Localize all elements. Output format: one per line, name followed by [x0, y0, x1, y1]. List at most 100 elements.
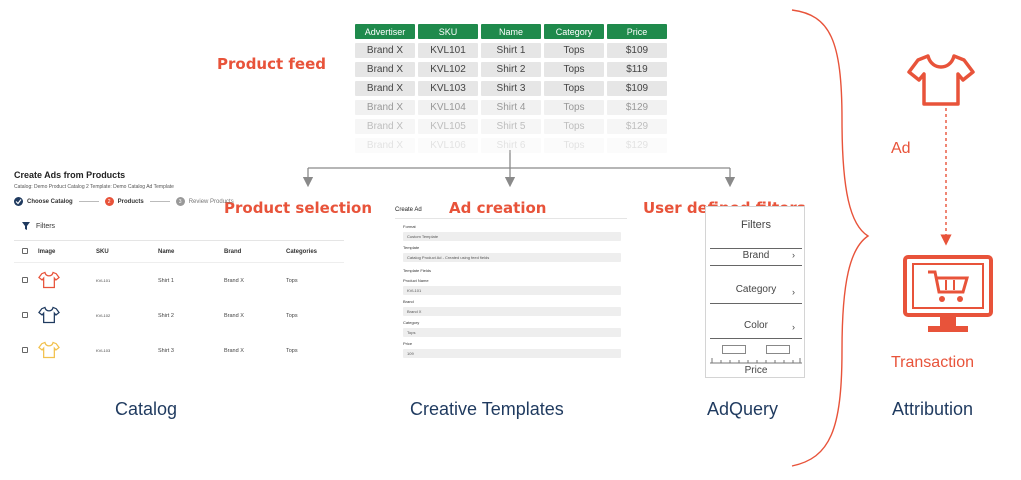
chevron-right-icon: › [792, 287, 795, 297]
feed-cell: $129 [607, 100, 667, 115]
step-number-3: 3 [175, 197, 185, 206]
feed-cell: KVL105 [418, 119, 478, 134]
feed-cell: Tops [544, 100, 604, 115]
ad-field-input[interactable]: KVL101 [403, 286, 621, 295]
table-row[interactable]: KVL102 Shirt 2 Brand X Tops [14, 298, 344, 333]
filters-label: Filters [36, 222, 56, 230]
feed-cell: Shirt 2 [481, 62, 541, 77]
price-label: Price [744, 365, 768, 376]
category-cell: Tops [286, 277, 298, 284]
catalog-panel-title: Create Ads from Products [14, 170, 126, 180]
shopping-cart-monitor-icon [903, 255, 993, 332]
tshirt-icon [38, 305, 96, 327]
feed-cell: $129 [607, 138, 667, 153]
feed-cell: Tops [544, 119, 604, 134]
feed-header-cell: Price [607, 24, 667, 39]
feed-cell: Tops [544, 62, 604, 77]
feed-cell: Brand X [355, 138, 415, 153]
tshirt-icon [907, 54, 975, 106]
feed-cell: $109 [607, 81, 667, 96]
ad-field-input[interactable]: Brand X [403, 307, 621, 316]
feed-cell: Brand X [355, 81, 415, 96]
chevron-right-icon: › [792, 250, 795, 260]
brand-cell: Brand X [224, 312, 244, 319]
price-range-slider[interactable] [710, 345, 802, 367]
column-brand[interactable]: Brand [224, 248, 242, 255]
step-review-products[interactable]: 3 Review Products [175, 197, 234, 206]
column-name[interactable]: Name [158, 248, 175, 255]
transaction-label: Transaction [891, 354, 974, 371]
filter-color[interactable]: Color [744, 320, 768, 331]
feed-cell: $129 [607, 119, 667, 134]
feed-cell: Shirt 3 [481, 81, 541, 96]
ad-field-input[interactable]: Custom Template [403, 232, 621, 241]
user-filters-panel: Filters Brand › Category › Color › Price [705, 206, 805, 378]
feed-cell: Brand X [355, 100, 415, 115]
step-products[interactable]: 2 Products [104, 197, 144, 206]
filter-brand[interactable]: Brand [742, 250, 770, 261]
feed-cell: Tops [544, 43, 604, 58]
name-cell: Shirt 3 [158, 347, 174, 354]
create-ad-title: Create Ad [395, 207, 422, 213]
ad-field-input[interactable]: Catalog Product Ad - Created using feed … [403, 253, 621, 262]
filters-button[interactable]: Filters [22, 222, 55, 230]
ad-field-label: Product Name [403, 278, 429, 283]
feed-header-cell: SKU [418, 24, 478, 39]
ad-label: Ad [891, 140, 911, 157]
feed-cell: KVL104 [418, 100, 478, 115]
ad-field-label: Template Fields [403, 268, 432, 273]
feed-header-cell: Category [544, 24, 604, 39]
ad-field-input[interactable]: Tops [403, 328, 621, 337]
ad-field-label: Template [403, 245, 420, 250]
table-header: Image SKU Name Brand Categories [14, 241, 344, 263]
category-cell: Tops [286, 347, 298, 354]
select-all-checkbox[interactable] [22, 247, 28, 254]
feed-cell: KVL102 [418, 62, 478, 77]
feed-cell: Tops [544, 138, 604, 153]
column-categories[interactable]: Categories [286, 248, 318, 255]
feed-cell: Shirt 5 [481, 119, 541, 134]
tshirt-icon [38, 340, 96, 362]
row-checkbox[interactable] [22, 276, 28, 283]
brand-cell: Brand X [224, 277, 244, 284]
category-cell: Tops [286, 312, 298, 319]
step-choose-catalog[interactable]: Choose Catalog [14, 197, 73, 206]
ad-field-input[interactable]: 109 [403, 349, 621, 358]
filter-icon [22, 222, 30, 230]
sku-cell: KVL102 [96, 313, 111, 318]
column-image[interactable]: Image [38, 248, 56, 255]
feed-cell: Brand X [355, 119, 415, 134]
row-checkbox[interactable] [22, 346, 28, 353]
step-number-2: 2 [104, 197, 114, 206]
feed-cell: KVL106 [418, 138, 478, 153]
name-cell: Shirt 2 [158, 312, 174, 319]
ad-field-label: Category [403, 320, 420, 325]
row-checkbox[interactable] [22, 311, 28, 318]
column-sku[interactable]: SKU [96, 248, 109, 255]
caption-attribution: Attribution [892, 399, 974, 419]
filters-panel-title: Filters [741, 219, 771, 231]
feed-cell: KVL103 [418, 81, 478, 96]
caption-catalog: Catalog [115, 399, 178, 419]
feed-cell: Brand X [355, 43, 415, 58]
sku-cell: KVL101 [96, 278, 111, 283]
feed-cell: Shirt 4 [481, 100, 541, 115]
feed-cell: Brand X [355, 62, 415, 77]
ad-creation-callout: Ad creation [447, 199, 549, 217]
filter-category[interactable]: Category [735, 284, 777, 295]
caption-adquery: AdQuery [707, 399, 779, 419]
ad-field-label: Format [403, 224, 416, 229]
check-icon [14, 197, 23, 206]
tshirt-icon [38, 270, 96, 292]
